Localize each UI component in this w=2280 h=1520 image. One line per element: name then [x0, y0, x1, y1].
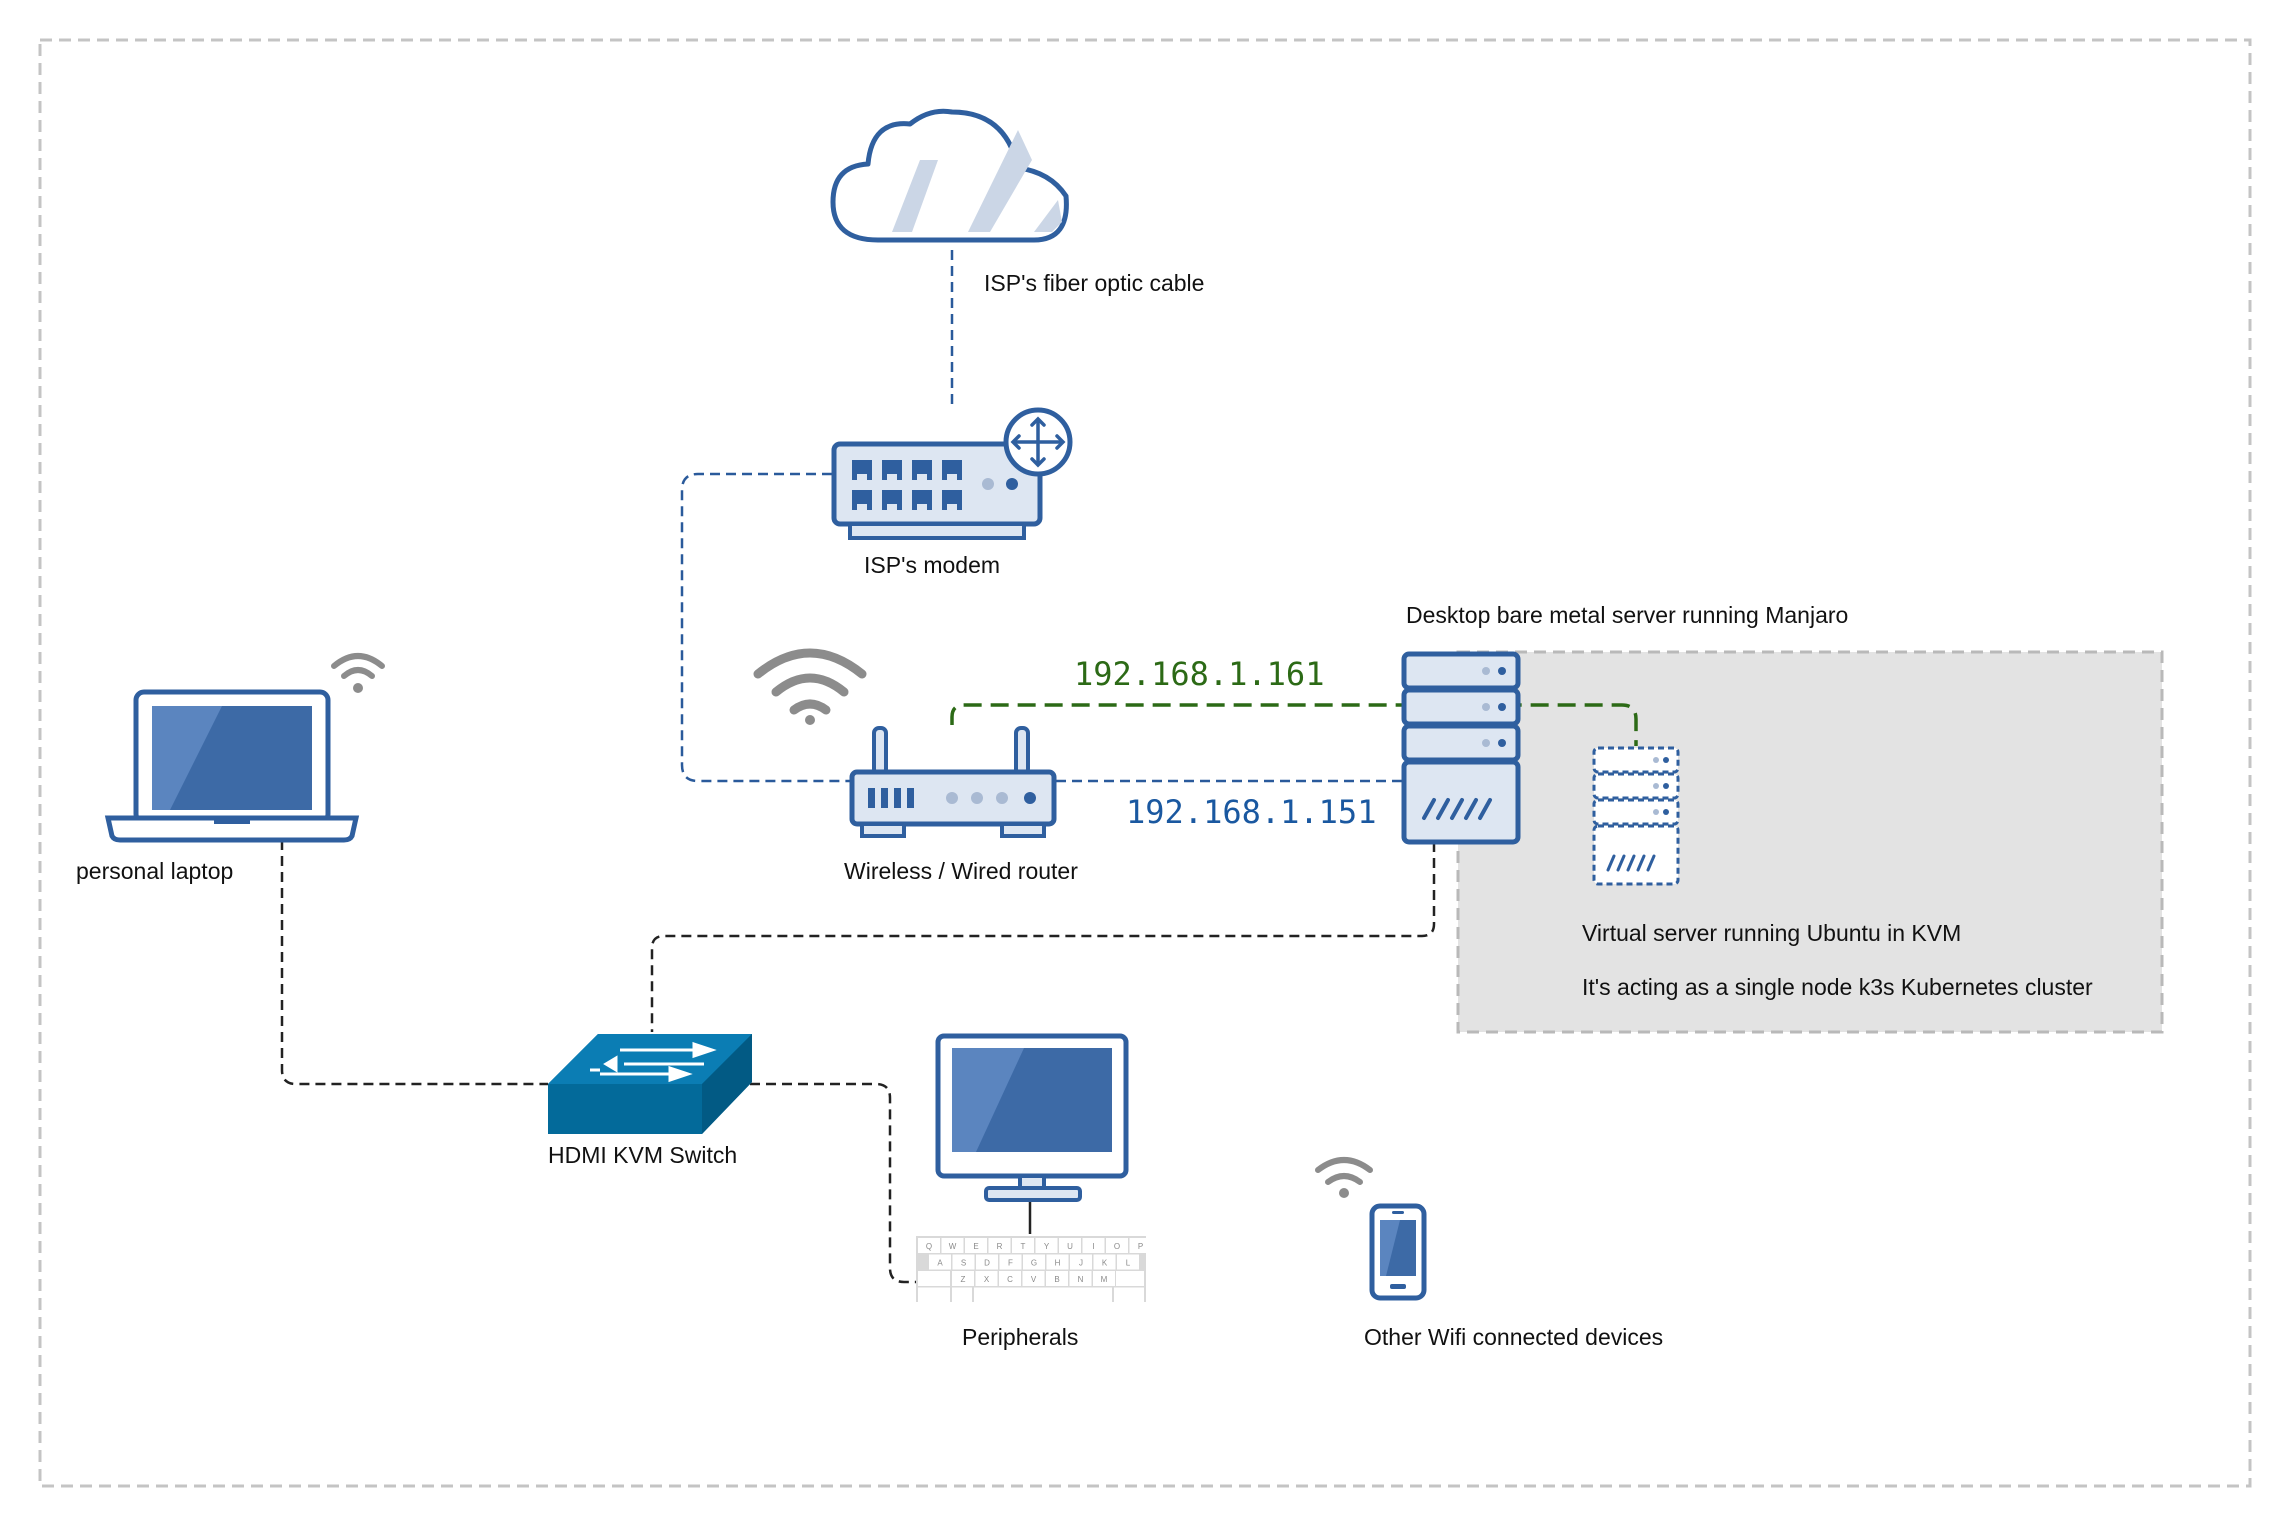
keyboard-num-key [918, 1287, 950, 1303]
modem-label: ISP's modem [864, 552, 1001, 578]
keyboard-key [952, 1254, 975, 1270]
keyboard-key-label: U [1067, 1242, 1073, 1251]
keyboard-key [999, 1271, 1021, 1286]
smartphone-icon [1369, 1203, 1427, 1301]
keyboard-key-label: F [1008, 1259, 1013, 1268]
cloud-icon [830, 108, 1069, 243]
keyboard-key-label: B [1054, 1275, 1059, 1284]
keyboard-key [1022, 1271, 1045, 1286]
keyboard-key-label: L [1126, 1259, 1131, 1268]
keyboard-key [1059, 1238, 1081, 1253]
keyboard-key-label: C [1007, 1275, 1013, 1284]
keyboard-key [929, 1254, 951, 1270]
keyboard-key [952, 1271, 974, 1286]
keyboard-key-label: Y [1044, 1242, 1050, 1251]
keyboard-key [1035, 1238, 1058, 1253]
keyboard-key-label: T [1021, 1242, 1026, 1251]
outer-frame [38, 38, 2252, 1488]
virtual-server-label: Virtual server running Ubuntu in KVM [1582, 920, 1962, 946]
network-switch-icon [548, 1034, 752, 1134]
monitor-icon [935, 1033, 1129, 1202]
keyboard-key-label: N [1078, 1275, 1084, 1284]
keyboard-key [965, 1238, 987, 1253]
keyboard-key [988, 1238, 1011, 1253]
keyboard-shift-key [918, 1271, 950, 1286]
router-vm-link [950, 703, 1638, 746]
keyboard-key [1093, 1254, 1116, 1270]
keyboard-key [975, 1271, 998, 1286]
keyboard-key [1069, 1271, 1092, 1286]
keyboard-key-label: Q [926, 1242, 932, 1251]
keyboard-key [1046, 1254, 1069, 1270]
keyboard-key-label: O [1114, 1242, 1120, 1251]
keyboard-key-label: R [997, 1242, 1003, 1251]
virtual-server-icon [1592, 746, 1680, 886]
keyboard-key-label: E [973, 1242, 978, 1251]
keyboard-key [976, 1254, 998, 1270]
laptop-switch-link [280, 840, 548, 1086]
keyboard-key [1117, 1254, 1139, 1270]
keyboard-key-label: P [1138, 1242, 1143, 1251]
keyboard-key-label: G [1031, 1259, 1037, 1268]
modem-router-link [680, 472, 852, 783]
keyboard-icon: Q W E R T Y U I O P A S D F G H J K L Z X C V B N M [916, 1236, 1152, 1303]
keyboard-enter-key [1114, 1287, 1144, 1303]
laptop-label: personal laptop [76, 858, 234, 884]
server-switch-link [650, 842, 1436, 1032]
keyboard-key-label: X [984, 1275, 990, 1284]
keyboard-key-label: Z [961, 1275, 966, 1284]
keyboard-key-label: M [1101, 1275, 1108, 1284]
keyboard-key-label: J [1079, 1259, 1083, 1268]
keyboard-space-key [974, 1287, 1112, 1303]
keyboard-key-label: H [1055, 1259, 1061, 1268]
keyboard-key [1106, 1238, 1128, 1253]
keyboard-key [1070, 1254, 1092, 1270]
keyboard-key-label: V [1031, 1275, 1037, 1284]
connections [280, 250, 1638, 1284]
keyboard-key-label: I [1092, 1242, 1094, 1251]
kvm-switch-label: HDMI KVM Switch [548, 1142, 738, 1168]
peripherals-label: Peripherals [962, 1324, 1079, 1350]
keyboard-key-label: W [949, 1242, 957, 1251]
keyboard-key [941, 1238, 964, 1253]
keyboard-key-label: D [984, 1259, 990, 1268]
keyboard-key [1012, 1238, 1034, 1253]
keyboard-key-label: S [961, 1259, 966, 1268]
keyboard-key [1129, 1238, 1152, 1253]
cloud-label: ISP's fiber optic cable [984, 270, 1205, 296]
router-icon [849, 726, 1057, 838]
wifi-icon [753, 648, 867, 725]
keyboard-mic-key [952, 1287, 972, 1303]
keyboard-key-label: K [1102, 1259, 1108, 1268]
laptop-icon [104, 689, 360, 843]
vm-region [1456, 650, 2164, 1034]
keyboard-key [918, 1238, 940, 1253]
laptop-wifi-icon [331, 653, 385, 693]
wifi-devices-label: Other Wifi connected devices [1364, 1324, 1664, 1350]
keyboard-key [1082, 1238, 1105, 1253]
desktop-server-label: Desktop bare metal server running Manjar… [1406, 602, 1849, 628]
vm-ip-label: 192.168.1.161 [1074, 655, 1325, 693]
modem-icon [831, 441, 1043, 540]
keyboard-key [1046, 1271, 1068, 1286]
keyboard-backspace-key [1116, 1271, 1144, 1286]
virtual-server-leds [1653, 757, 1669, 815]
switch-peripherals-link [750, 1082, 918, 1284]
keyboard-key-label: A [937, 1259, 943, 1268]
server-ip-label: 192.168.1.151 [1126, 793, 1377, 831]
k3s-note-label: It's acting as a single node k3s Kuberne… [1582, 974, 2093, 1000]
server-icon [1401, 651, 1521, 845]
keyboard-key [1093, 1271, 1115, 1286]
router-label: Wireless / Wired router [844, 858, 1078, 884]
router-crossarrows-icon [1003, 407, 1073, 477]
keyboard-key [999, 1254, 1022, 1270]
keyboard-key [1023, 1254, 1045, 1270]
wifi-small-icon [1315, 1157, 1373, 1198]
